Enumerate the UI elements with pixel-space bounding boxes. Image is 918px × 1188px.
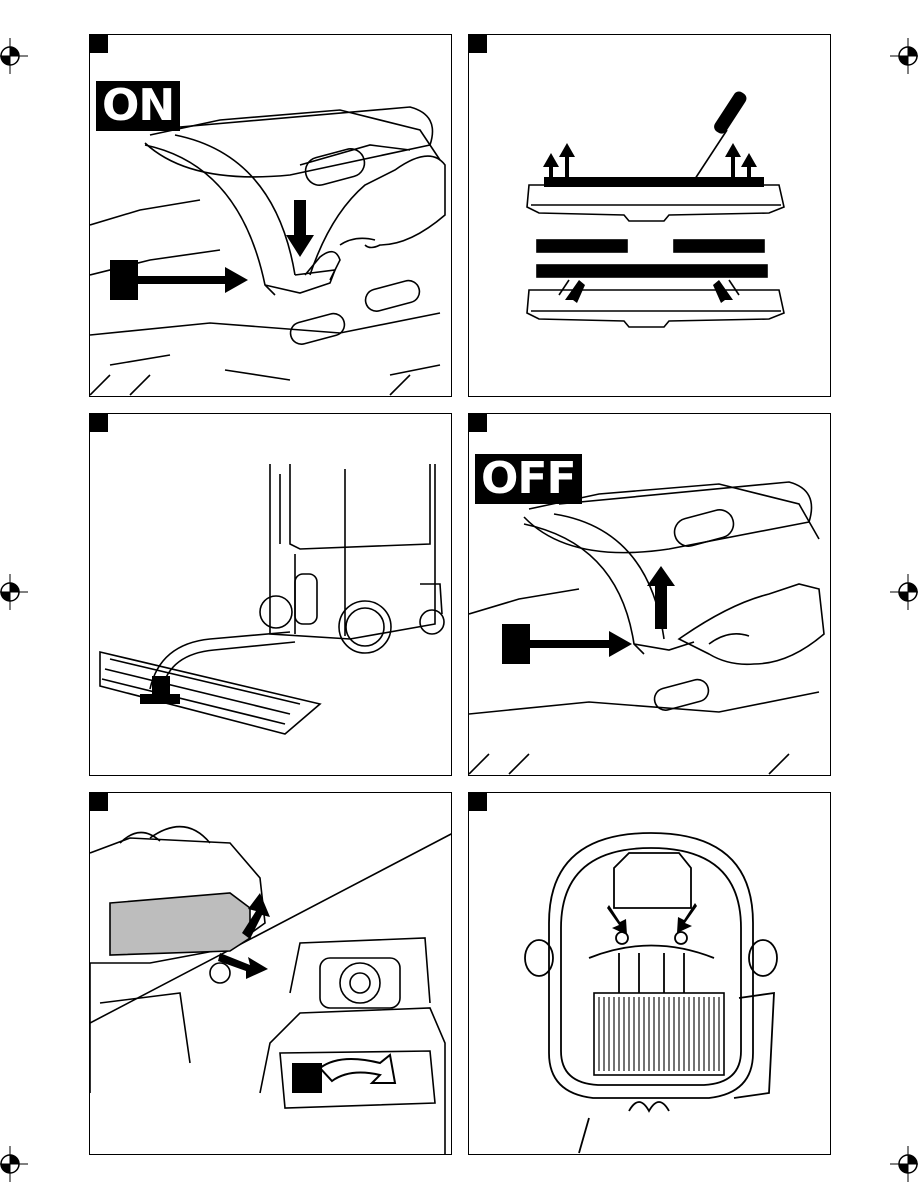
panel-4: OFF [468, 413, 831, 776]
registration-mark-bottom-right [888, 1144, 918, 1184]
panel-5 [89, 792, 452, 1155]
off-label: OFF [475, 454, 582, 504]
on-label: ON [96, 81, 180, 131]
registration-mark-top-right [888, 36, 918, 76]
registration-mark-bottom-left [0, 1144, 30, 1184]
panel-1: ON [89, 34, 452, 397]
registration-mark-mid-left [0, 572, 30, 612]
vacuum-on-grate-icon [90, 414, 452, 776]
registration-mark-mid-right [888, 572, 918, 612]
panel-6 [468, 792, 831, 1155]
filter-underside-icon [469, 793, 831, 1155]
registration-mark-top-left [0, 36, 30, 76]
panel-2 [468, 34, 831, 397]
open-lid-filter-icon [90, 793, 452, 1155]
brush-strip-replacement-icon [469, 35, 831, 397]
panel-3 [89, 413, 452, 776]
